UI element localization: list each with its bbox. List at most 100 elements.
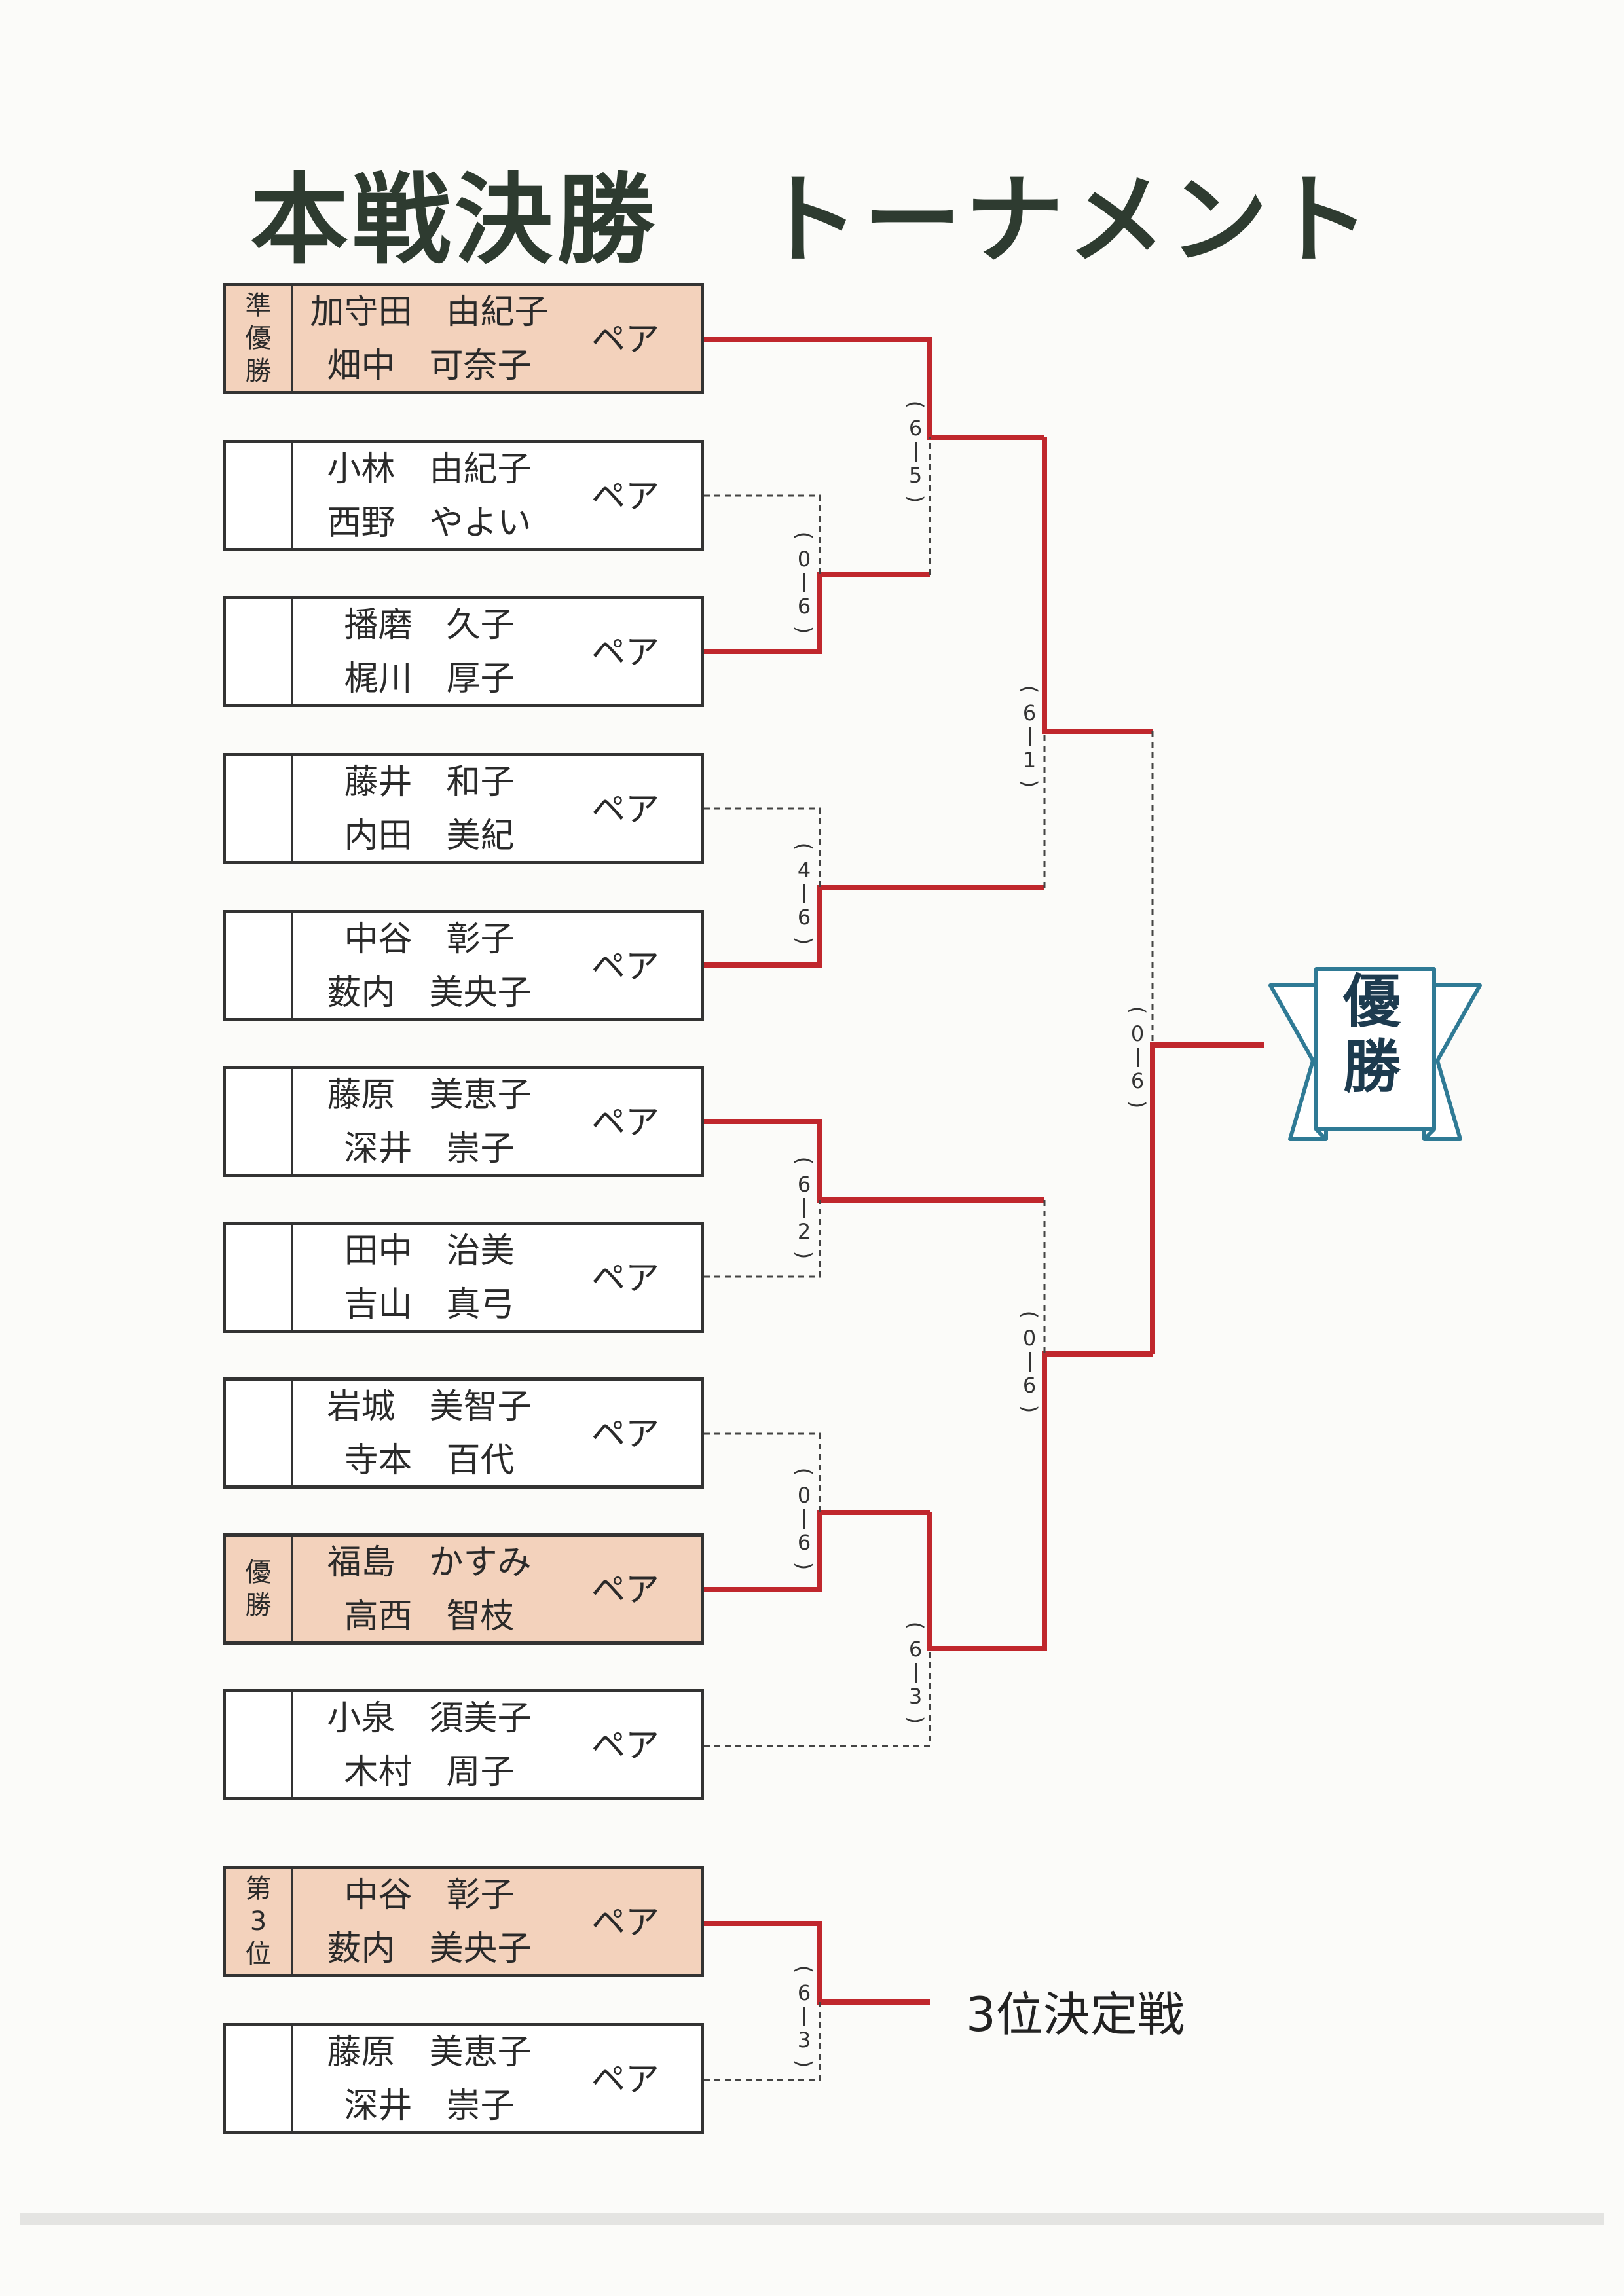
- placement-label: [226, 1692, 293, 1797]
- winner-line: [704, 337, 1044, 440]
- player-name: 深井 崇子: [344, 2086, 515, 2126]
- team-entry: 藤原 美恵子深井 崇子 ペア: [223, 2023, 704, 2134]
- team-entry: 岩城 美智子寺本 百代 ペア: [223, 1377, 704, 1489]
- team-entry: 小泉 須美子木村 周子 ペア: [223, 1689, 704, 1800]
- team-entry: 中谷 彰子薮内 美央子 ペア: [223, 910, 704, 1021]
- winner-line: [704, 1510, 930, 1592]
- team-entry: 藤井 和子内田 美紀 ペア: [223, 753, 704, 864]
- player-name: 福島 かすみ: [327, 1543, 532, 1582]
- player-name: 小泉 須美子: [327, 1699, 532, 1738]
- champion-banner-text: 優 勝: [1342, 968, 1401, 1101]
- loser-line: [704, 1432, 821, 1512]
- placement-label: 準優勝: [226, 286, 293, 391]
- placement-label: [226, 1381, 293, 1485]
- player-name: 藤井 和子: [344, 763, 515, 802]
- placement-label: [226, 443, 293, 548]
- placement-char: 第: [245, 1874, 272, 1904]
- winner-line: [1042, 437, 1153, 734]
- player-name: 畑中 可奈子: [327, 346, 532, 386]
- pair-label: ペア: [591, 790, 659, 829]
- team-entry: 準優勝加守田 由紀子畑中 可奈子ペア: [223, 283, 704, 394]
- pair-label: ペア: [591, 477, 659, 517]
- placement-label: [226, 756, 293, 861]
- winner-line: [1150, 1042, 1264, 1354]
- pair-label: ペア: [591, 1259, 659, 1298]
- loser-line: [704, 1649, 931, 1747]
- loser-line: [704, 2002, 821, 2081]
- placement-char: 3: [249, 1906, 267, 1937]
- winner-line: [704, 885, 1044, 968]
- placement-char: 位: [245, 1939, 272, 1969]
- player-name: 田中 治美: [344, 1231, 515, 1271]
- page-title: 本戦決勝 トーナメント: [249, 164, 1374, 278]
- player-name: 西野 やよい: [327, 503, 532, 543]
- loser-line: [704, 1200, 821, 1278]
- winner-line: [704, 572, 930, 654]
- loser-lines: [704, 437, 1154, 2081]
- pair-label: ペア: [591, 1726, 659, 1766]
- team-entry: 播磨 久子梶川 厚子 ペア: [223, 596, 704, 707]
- placement-char: 勝: [245, 1590, 272, 1620]
- player-name: 薮内 美央子: [327, 974, 532, 1013]
- player-name: 藤原 美恵子: [327, 2033, 532, 2072]
- team-entry: 優勝福島 かすみ高西 智枝ペア: [223, 1533, 704, 1645]
- player-name: 内田 美紀: [344, 816, 515, 856]
- placement-label: [226, 913, 293, 1018]
- loser-line: [704, 807, 821, 888]
- placement-char: 勝: [245, 356, 272, 386]
- pair-label: ペア: [591, 1571, 659, 1610]
- placement-label: [226, 1069, 293, 1174]
- winner-line: [927, 1351, 1153, 1651]
- placement-char: 優: [245, 1558, 272, 1588]
- player-name: 梶川 厚子: [344, 659, 515, 699]
- player-name: 藤原 美恵子: [327, 1076, 532, 1115]
- placement-char: 準: [245, 291, 272, 321]
- winner-line: [704, 1921, 930, 2005]
- placement-label: [226, 599, 293, 704]
- pair-label: ペア: [591, 1103, 659, 1142]
- placement-label: [226, 1225, 293, 1330]
- player-name: 小林 由紀子: [327, 450, 532, 489]
- placement-label: 優勝: [226, 1537, 293, 1641]
- placement-label: [226, 2026, 293, 2131]
- player-name: 岩城 美智子: [327, 1387, 532, 1427]
- pair-label: ペア: [591, 947, 659, 987]
- player-name: 中谷 彰子: [344, 920, 515, 959]
- footer-divider: [20, 2213, 1604, 2225]
- player-name: 高西 智枝: [344, 1597, 515, 1636]
- player-name: 木村 周子: [344, 1753, 515, 1792]
- player-name: 寺本 百代: [344, 1441, 515, 1480]
- winner-line: [704, 1119, 1044, 1203]
- team-entry: 藤原 美恵子深井 崇子 ペア: [223, 1066, 704, 1177]
- pair-label: ペア: [591, 1903, 659, 1942]
- player-name: 吉山 真弓: [344, 1285, 515, 1324]
- player-name: 中谷 彰子: [344, 1876, 515, 1915]
- pair-label: ペア: [591, 633, 659, 672]
- team-entry: 小林 由紀子西野 やよい ペア: [223, 440, 704, 551]
- player-name: 播磨 久子: [344, 606, 515, 645]
- pair-label: ペア: [591, 1415, 659, 1454]
- placement-char: 優: [245, 323, 272, 354]
- team-entry: 田中 治美吉山 真弓 ペア: [223, 1222, 704, 1333]
- loser-line: [704, 494, 821, 575]
- player-name: 薮内 美央子: [327, 1929, 532, 1969]
- pair-label: ペア: [591, 2060, 659, 2100]
- third-place-label: 3位決定戦: [966, 1987, 1185, 2042]
- champion-banner-icon: [1268, 967, 1482, 1141]
- player-name: 深井 崇子: [344, 1129, 515, 1169]
- winner-lines: [704, 337, 1264, 2005]
- player-name: 加守田 由紀子: [310, 293, 549, 332]
